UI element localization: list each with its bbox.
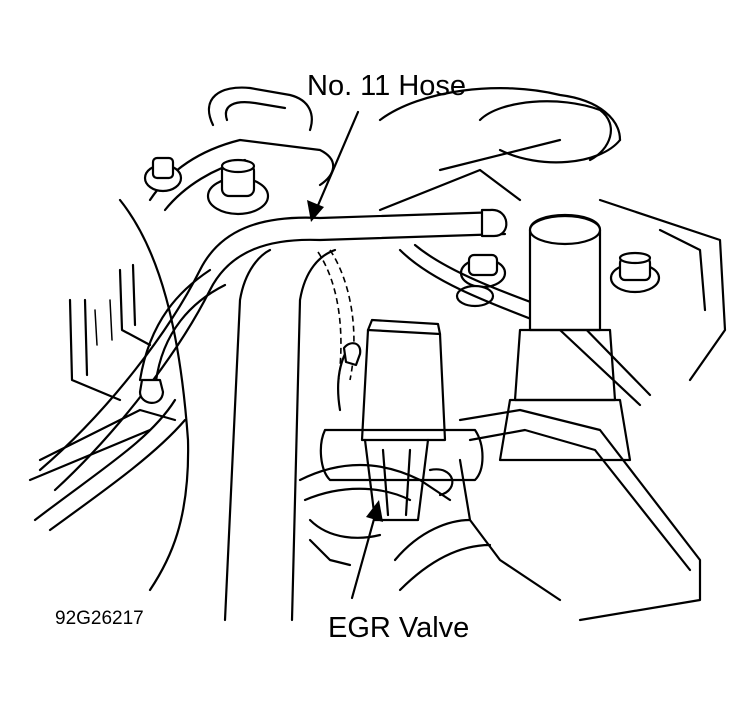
egr-valve-body [319, 318, 484, 522]
left-hoses [33, 208, 508, 532]
egr-leader-arrow [350, 500, 383, 600]
vertical-column [223, 248, 355, 622]
figure-id: 92G26217 [55, 608, 144, 629]
bolt-heads [143, 156, 661, 308]
no-11-hose-label: No. 11 Hose [307, 70, 467, 102]
egr-valve-label: EGR Valve [328, 612, 470, 644]
engine-left-block [28, 198, 190, 592]
right-cylinder [498, 214, 632, 462]
hose-leader-arrow [307, 110, 360, 222]
lower-housing [298, 408, 702, 622]
